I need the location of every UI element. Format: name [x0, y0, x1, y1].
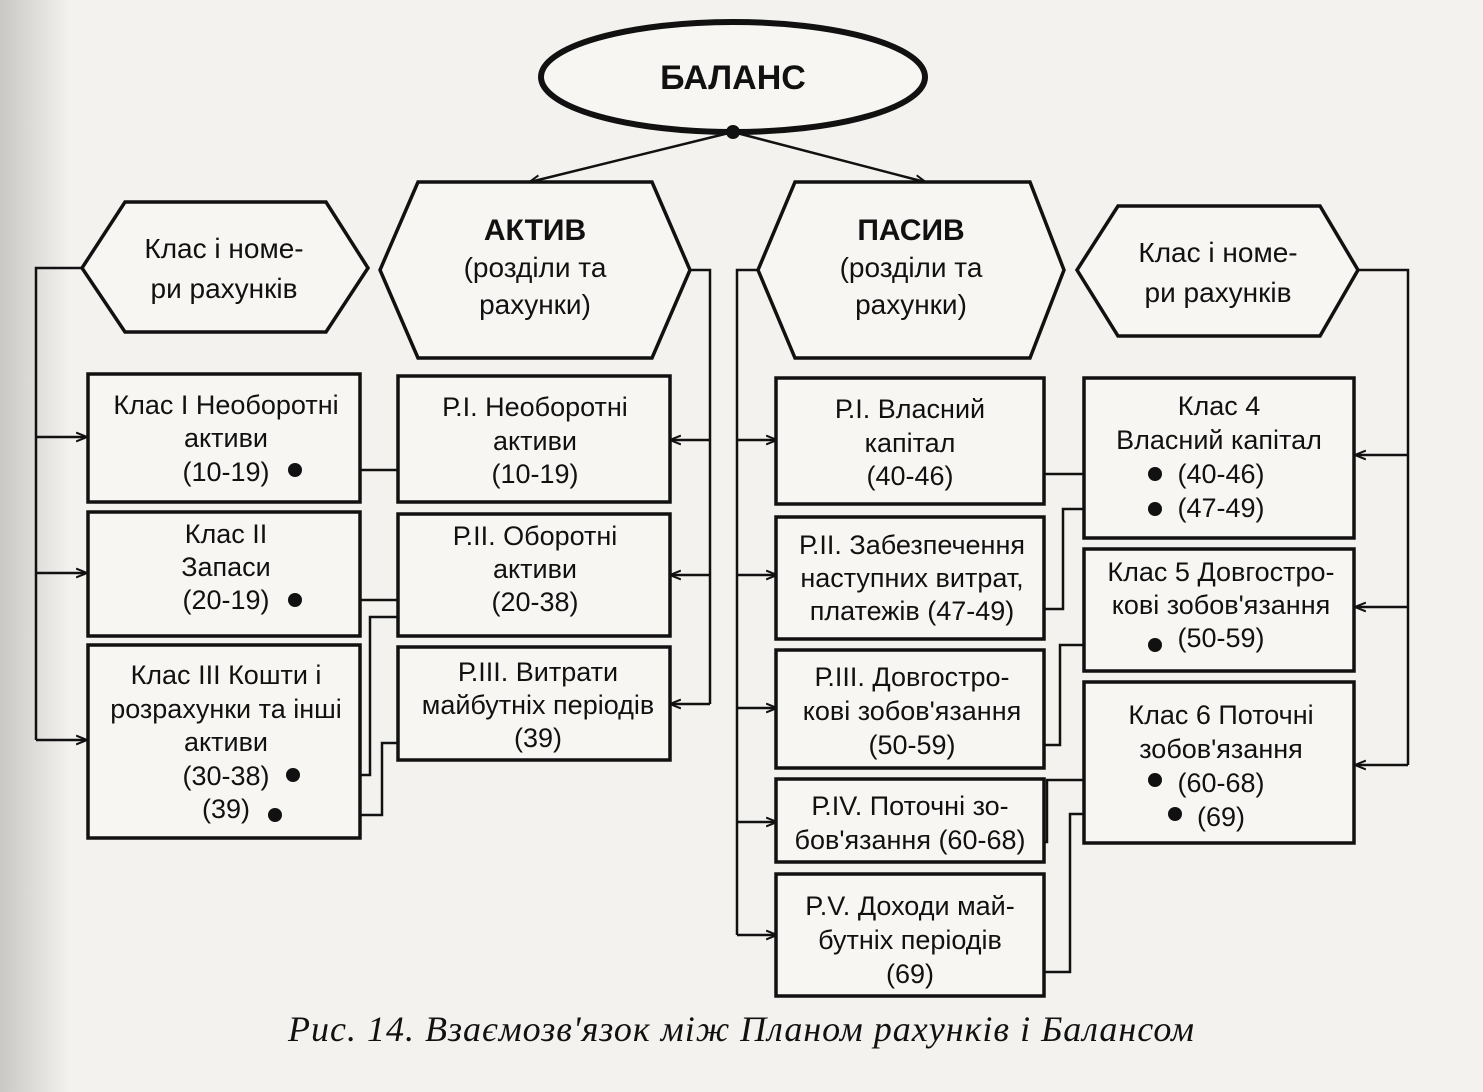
pasyv-section-4: Р.IV. Поточні зо- бов'язання (60-68) — [774, 777, 1046, 864]
connection-dots — [268, 125, 1182, 822]
dot-50-59 — [1148, 638, 1162, 652]
aktiv-section-2-line-2: активи — [493, 554, 577, 584]
right-class-header-line-1: Клас і номе- — [1138, 237, 1297, 268]
right-class-5-line-2: кові зобов'язання — [1112, 590, 1331, 620]
aktiv-bracket — [690, 268, 712, 704]
aktiv-header: АКТИВ (розділи та рахунки) — [378, 180, 692, 360]
dot-20-19 — [288, 593, 302, 607]
aktiv-section-2: Р.ІІ. Оборотні активи (20-38) — [396, 512, 672, 638]
pasyv-section-2: Р.ІІ. Забезпечення наступних витрат, пла… — [774, 515, 1046, 641]
left-class-bracket — [34, 266, 82, 740]
right-class-header: Клас і номе- ри рахунків — [1074, 204, 1361, 338]
left-class-3-line-2: розрахунки та інші — [110, 694, 342, 724]
right-class-4-line-4: (47-49) — [1177, 493, 1264, 523]
pasyv-subtitle-2: рахунки) — [855, 289, 967, 320]
dot-69 — [1168, 807, 1182, 821]
dot-40-46 — [1148, 467, 1162, 481]
left-class-1-line-3: (10-19) — [182, 457, 269, 487]
left-class-3-line-3: активи — [184, 727, 268, 757]
dot-39 — [268, 808, 282, 822]
pasyv-title: ПАСИВ — [857, 214, 964, 247]
pasyv-header: ПАСИВ (розділи та рахунки) — [756, 180, 1066, 360]
right-class-box-6: Клас 6 Поточні зобов'язання (60-68) (69) — [1082, 680, 1356, 845]
left-class-1-line-1: Клас І Необоротні — [113, 390, 338, 420]
pasyv-section-5-line-1: P.V. Доходи май- — [805, 891, 1014, 921]
pasyv-section-2-line-1: Р.ІІ. Забезпечення — [799, 530, 1025, 560]
root-node: БАЛАНС — [538, 19, 928, 135]
right-class-6-line-2: зобов'язання — [1139, 734, 1303, 764]
dot-47-49 — [1148, 502, 1162, 516]
right-class-box-5: Клас 5 Довгостро- кові зобов'язання (50-… — [1082, 547, 1356, 673]
right-class-6-line-3: (60-68) — [1177, 768, 1264, 798]
pasyv-section-4-line-1: Р.IV. Поточні зо- — [811, 791, 1008, 821]
pasyv-section-5-line-2: бутніх періодів — [818, 925, 1002, 955]
pasyv-section-1: Р.І. Власний капітал (40-46) — [774, 376, 1046, 506]
pasyv-section-3-line-1: Р.ІІІ. Довгостро- — [814, 662, 1009, 692]
aktiv-section-3: Р.ІІІ. Витрати майбутніх періодів (39) — [396, 645, 672, 762]
left-class-box-2: Клас ІІ Запаси (20-19) — [86, 510, 362, 638]
right-class-box-4: Клас 4 Власний капітал (40-46) (47-49) — [1082, 376, 1356, 540]
pasyv-subtitle-1: (розділи та — [840, 252, 983, 283]
left-class-3-line-1: Клас ІІІ Кошти і — [131, 660, 322, 690]
pasyv-section-1-line-1: Р.І. Власний — [835, 394, 985, 424]
left-class-2-line-3: (20-19) — [182, 585, 269, 615]
pasyv-section-3: Р.ІІІ. Довгостро- кові зобов'язання (50-… — [774, 648, 1046, 770]
right-class-5-line-3: (50-59) — [1177, 623, 1264, 653]
root-label: БАЛАНС — [660, 59, 806, 97]
aktiv-section-1-line-3: (10-19) — [491, 459, 578, 489]
aktiv-section-3-line-1: Р.ІІІ. Витрати — [458, 657, 618, 687]
right-class-4-line-1: Клас 4 — [1178, 391, 1261, 421]
pasyv-section-3-line-2: кові зобов'язання — [803, 696, 1022, 726]
pasyv-section-1-line-3: (40-46) — [866, 461, 953, 491]
dot-root — [726, 125, 740, 139]
root-to-pasyv-arrow — [732, 130, 925, 182]
right-class-5-line-1: Клас 5 Довгостро- — [1107, 557, 1334, 587]
aktiv-subtitle-1: (розділи та — [464, 252, 607, 283]
aktiv-section-3-line-2: майбутніх періодів — [422, 690, 654, 720]
aktiv-section-1-line-2: активи — [493, 426, 577, 456]
pasyv-section-5: P.V. Доходи май- бутніх періодів (69) — [774, 872, 1046, 998]
left-class-3-line-4: (30-38) — [182, 761, 269, 791]
pasyv-bracket — [735, 268, 758, 935]
left-class-3-line-5: (39) — [202, 794, 250, 824]
right-class-6-line-1: Клас 6 Поточні — [1128, 700, 1313, 730]
root-to-aktiv-arrow — [530, 130, 734, 182]
pasyv-section-4-line-2: бов'язання (60-68) — [795, 825, 1026, 855]
aktiv-section-3-line-3: (39) — [514, 723, 562, 753]
right-class-6-line-4: (69) — [1197, 802, 1245, 832]
left-class-box-3: Клас ІІІ Кошти і розрахунки та інші акти… — [86, 643, 362, 840]
figure-caption: Рис. 14. Взаємозв'язок між Планом рахунк… — [288, 1009, 1195, 1049]
pasyv-section-2-line-3: платежів (47-49) — [810, 596, 1015, 626]
pasyv-section-2-line-2: наступних витрат, — [800, 563, 1023, 593]
left-class-2-line-1: Клас ІІ — [185, 519, 268, 549]
left-class-header-line-1: Клас і номе- — [144, 233, 303, 264]
right-class-4-line-2: Власний капітал — [1116, 425, 1322, 455]
aktiv-subtitle-2: рахунки) — [479, 289, 591, 320]
left-class-2-line-2: Запаси — [181, 552, 271, 582]
aktiv-section-2-line-1: Р.ІІ. Оборотні — [453, 521, 618, 551]
right-class-bracket — [1356, 268, 1410, 765]
pasyv-section-5-line-3: (69) — [886, 959, 934, 989]
dot-10-19 — [288, 463, 302, 477]
pasyv-section-1-line-2: капітал — [865, 428, 956, 458]
right-class-header-line-2: ри рахунків — [1145, 277, 1292, 308]
aktiv-section-1: Р.І. Необоротні активи (10-19) — [396, 374, 672, 504]
pasyv-section-3-line-3: (50-59) — [868, 730, 955, 760]
left-class-header-line-2: ри рахунків — [151, 273, 298, 304]
aktiv-section-1-line-1: Р.І. Необоротні — [442, 392, 628, 422]
aktiv-section-2-line-3: (20-38) — [491, 587, 578, 617]
dot-30-38 — [286, 768, 300, 782]
dot-60-68 — [1148, 773, 1162, 787]
left-class-box-1: Клас І Необоротні активи (10-19) — [86, 372, 362, 504]
right-class-4-line-3: (40-46) — [1177, 459, 1264, 489]
left-class-header: Клас і номе- ри рахунків — [79, 200, 371, 334]
left-class-1-line-2: активи — [184, 423, 268, 453]
aktiv-title: АКТИВ — [484, 214, 586, 247]
